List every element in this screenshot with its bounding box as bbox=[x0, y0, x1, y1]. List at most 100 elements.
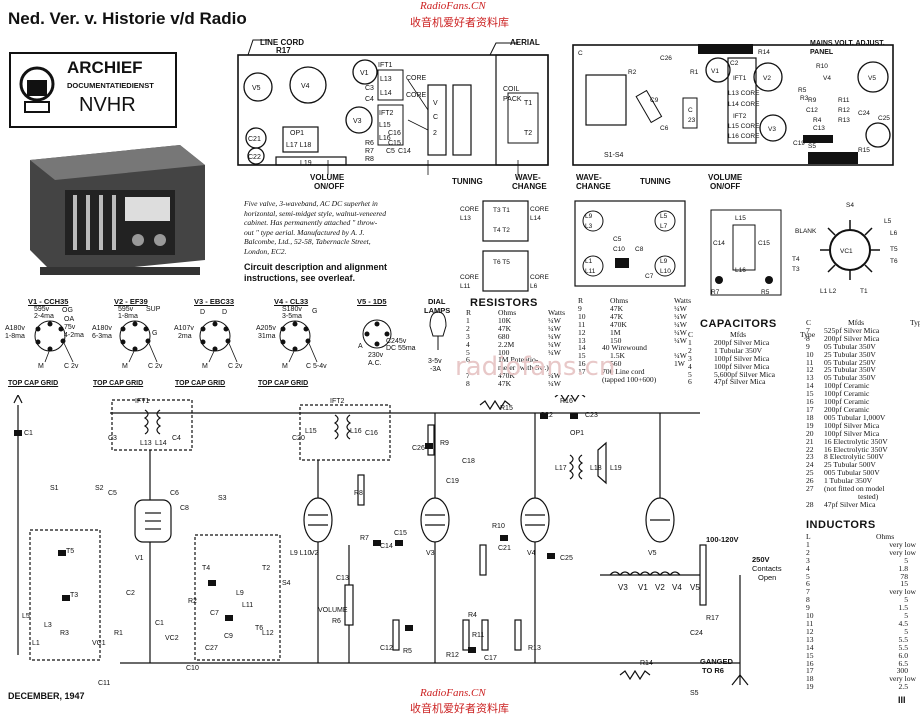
front-change-label: CHANGE bbox=[512, 182, 547, 191]
svg-text:S1: S1 bbox=[50, 485, 59, 492]
svg-text:L5: L5 bbox=[660, 213, 668, 220]
svg-text:R1: R1 bbox=[114, 630, 123, 637]
svg-text:L16: L16 bbox=[350, 428, 362, 435]
svg-text:C2: C2 bbox=[126, 590, 135, 597]
svg-text:L16: L16 bbox=[379, 135, 391, 142]
svg-text:L15: L15 bbox=[379, 122, 391, 129]
svg-text:R4: R4 bbox=[468, 612, 477, 619]
svg-text:T4: T4 bbox=[202, 565, 210, 572]
front-wave-label: WAVE- bbox=[515, 173, 541, 182]
svg-text:R2: R2 bbox=[628, 69, 637, 76]
svg-text:L12: L12 bbox=[262, 630, 274, 637]
svg-text:L5: L5 bbox=[884, 218, 892, 225]
svg-text:L6: L6 bbox=[890, 230, 898, 237]
svg-text:V2: V2 bbox=[763, 75, 771, 82]
v1-m: M bbox=[38, 363, 44, 370]
svg-text:C14: C14 bbox=[713, 240, 725, 247]
svg-text:C1: C1 bbox=[24, 430, 33, 437]
svg-text:C21: C21 bbox=[498, 545, 511, 552]
svg-text:L18: L18 bbox=[590, 465, 602, 472]
col-ohms: Ohms bbox=[498, 308, 517, 317]
valve-v2-name: V2 - EF39 bbox=[114, 297, 148, 306]
desc-line: Balcombe, Ltd., 52-58, Tabernacle Street… bbox=[244, 237, 371, 247]
svg-text:L14: L14 bbox=[380, 90, 392, 97]
v2-pin-595: 595v bbox=[118, 306, 134, 313]
svg-text:C2: C2 bbox=[730, 60, 739, 67]
v2-pin-sup: SUP bbox=[146, 306, 161, 313]
v4-pin-31: 31ma bbox=[258, 333, 276, 340]
capacitors-title: CAPACITORS bbox=[700, 318, 777, 330]
svg-text:L1: L1 bbox=[32, 640, 40, 647]
svg-text:C4: C4 bbox=[365, 96, 374, 103]
svg-text:R7: R7 bbox=[365, 148, 374, 155]
rear-tuning-label: TUNING bbox=[640, 177, 671, 186]
top-cap-grid-4: TOP CAP GRID bbox=[258, 380, 309, 387]
front-onoff-label: ON/OFF bbox=[314, 182, 345, 191]
svg-text:V4: V4 bbox=[527, 550, 536, 557]
v3-c2v: C 2v bbox=[228, 363, 243, 370]
svg-text:C13: C13 bbox=[336, 575, 349, 582]
mains-adjust-label: MAINS VOLT. ADJUST. bbox=[810, 40, 885, 47]
v4-pin-35: 3-5ma bbox=[282, 313, 302, 320]
v4-pin-a205: A205v bbox=[256, 325, 276, 332]
svg-text:C6: C6 bbox=[170, 490, 179, 497]
svg-text:R15: R15 bbox=[858, 147, 870, 154]
svg-text:L9: L9 bbox=[585, 213, 593, 220]
svg-text:T5: T5 bbox=[66, 548, 74, 555]
svg-text:S3: S3 bbox=[218, 495, 227, 502]
svg-text:C11: C11 bbox=[98, 680, 110, 687]
svg-text:C5: C5 bbox=[613, 236, 622, 243]
svg-text:L9: L9 bbox=[660, 258, 668, 265]
svg-text:C22: C22 bbox=[248, 154, 261, 161]
svg-text:L14 CORE: L14 CORE bbox=[728, 101, 760, 108]
svg-text:S2: S2 bbox=[95, 485, 104, 492]
front-tuning-label: TUNING bbox=[452, 177, 483, 186]
watermark-top-cn: 收音机爱好者资料库 bbox=[410, 16, 509, 29]
watermark-mid: radiofans.cn bbox=[455, 352, 616, 382]
svg-text:L17 L18: L17 L18 bbox=[286, 142, 311, 149]
top-cap-grid-2: TOP CAP GRID bbox=[93, 380, 144, 387]
desc-line: horizontal, semi-midget style, walnut-ve… bbox=[244, 208, 387, 218]
svg-text:R10: R10 bbox=[816, 63, 828, 70]
svg-text:C15: C15 bbox=[388, 140, 401, 147]
svg-text:T2: T2 bbox=[262, 565, 270, 572]
svg-text:R1: R1 bbox=[690, 69, 699, 76]
desc-line: Five valve, 3-waveband, AC DC superhet i… bbox=[244, 199, 378, 208]
svg-text:S5: S5 bbox=[690, 690, 699, 695]
rear-change-label: CHANGE bbox=[576, 182, 611, 191]
svg-text:C15: C15 bbox=[394, 530, 407, 537]
svg-text:R3: R3 bbox=[800, 95, 809, 102]
svg-text:R6: R6 bbox=[332, 618, 341, 625]
heater-v4: V4 bbox=[672, 583, 682, 592]
logo-emblem bbox=[19, 66, 55, 113]
dial-lamps-title: DIAL bbox=[428, 297, 446, 306]
svg-text:R9: R9 bbox=[440, 440, 449, 447]
front-volume-label: VOLUME bbox=[310, 173, 345, 182]
svg-text:R13: R13 bbox=[838, 117, 850, 124]
